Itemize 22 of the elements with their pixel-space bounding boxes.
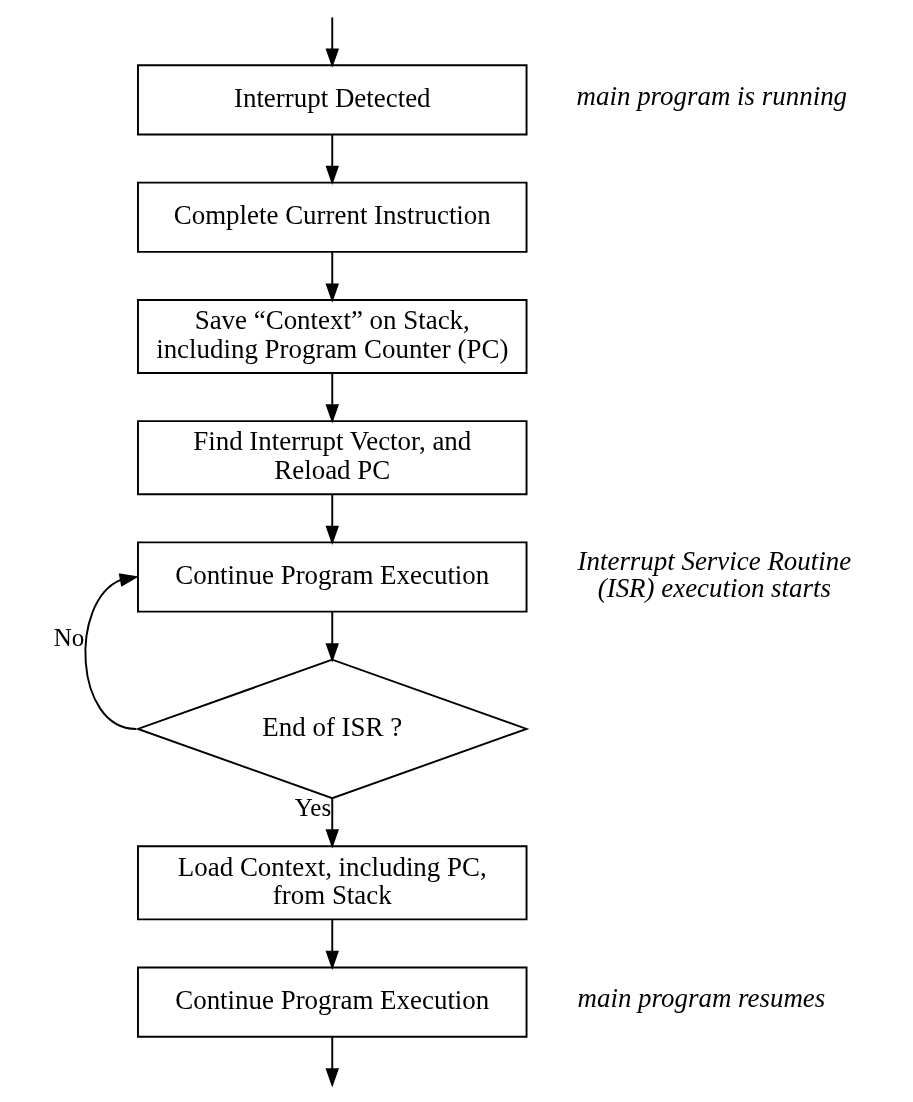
node-box: Continue Program Execution (137, 541, 528, 613)
arrow (325, 250, 339, 303)
node-box: Continue Program Execution (137, 966, 528, 1038)
node-box: Find Interrupt Vector, and Reload PC (137, 420, 528, 496)
arrow (325, 493, 339, 545)
node-diamond: End of ISR ? (135, 658, 530, 800)
node-label: Interrupt Service Routine (ISR) execution starts (577, 545, 852, 603)
node-box: Save “Context” on Stack, including Program Counter (PC) (137, 299, 528, 374)
arrow (325, 372, 339, 424)
node-box: Complete Current Instruction (137, 181, 528, 253)
node-label: main program resumes (577, 983, 826, 1014)
edge-label: No (53, 623, 85, 651)
arrow (325, 16, 339, 68)
node-label: main program is running (576, 81, 848, 112)
node-box: Interrupt Detected (137, 64, 528, 136)
arrow (325, 133, 339, 186)
arrow (325, 918, 339, 971)
arrow (325, 1035, 339, 1088)
arrow (325, 797, 339, 849)
arrow (84, 573, 139, 730)
arrow (325, 610, 339, 663)
node-box: Load Context, including PC, from Stack (137, 845, 528, 921)
